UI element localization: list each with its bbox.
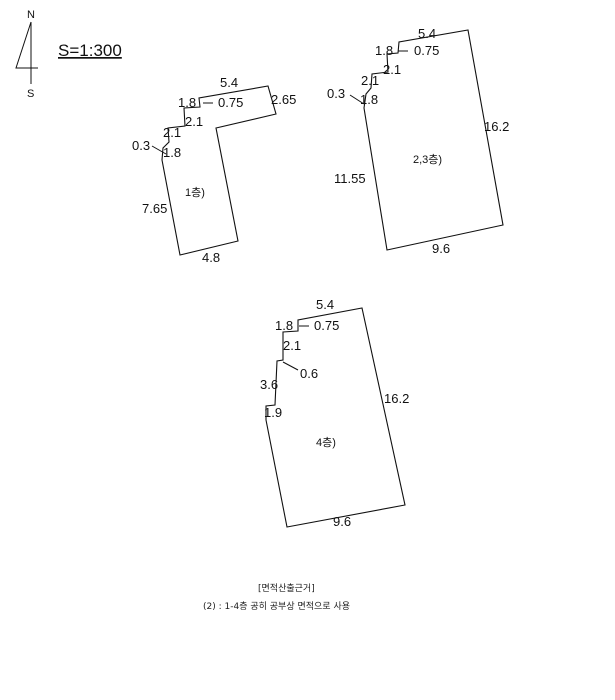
floor4-dim-step5: 1.9: [264, 405, 282, 420]
caption-note: (2) : 1-4층 공히 공부상 면적으로 사용: [203, 600, 350, 612]
floor4-dim-step1b: 0.75: [314, 318, 339, 333]
north-arrow: N S: [15, 9, 38, 100]
floor4-outline: [265, 307, 406, 528]
floor4-dim-step4: 3.6: [260, 377, 278, 392]
floor4-dim-bottom: 9.6: [333, 514, 351, 529]
floor4-label: 4층): [316, 436, 336, 449]
north-label: N: [27, 9, 35, 21]
floor23-dim-step3: 0.3: [327, 86, 345, 101]
floor1-dim-step4: 1.8: [163, 145, 181, 160]
floor1-dim-top: 5.4: [220, 75, 238, 90]
floor1-dim-right-short: 2.65: [271, 92, 296, 107]
floor23-dim-step2b: 2.1: [361, 73, 379, 88]
scale-label: S=1:300: [58, 41, 122, 60]
floor1-dim-step1: 1.8: [178, 95, 196, 110]
floor1-dim-step2: 2.1: [185, 114, 203, 129]
floor1-dim-bottom: 4.8: [202, 250, 220, 265]
floor23-dim-left: 11.55: [334, 171, 366, 186]
floor23-dim-right: 16.2: [484, 119, 509, 134]
floor23-outline: [363, 29, 504, 251]
floor23-dim-step1b: 0.75: [414, 43, 439, 58]
floor23-dim-step2: 2.1: [383, 62, 401, 77]
floor23-label: 2,3층): [413, 153, 442, 166]
floor4-plan: 5.4 1.8 0.75 2.1 0.6 3.6 1.9 16.2 9.6 4층…: [260, 297, 409, 529]
floor1-dim-step3: 0.3: [132, 138, 150, 153]
floor4-dim-top: 5.4: [316, 297, 334, 312]
floor23-dim-step4: 1.8: [360, 92, 378, 107]
floor4-dim-step3: 0.6: [300, 366, 318, 381]
floor1-dim-step2b: 2.1: [163, 125, 181, 140]
floor23-dim-step1: 1.8: [375, 43, 393, 58]
floor1-outline: [161, 85, 277, 256]
floor23-plan: 5.4 1.8 0.75 2.1 2.1 0.3 1.8 11.55 16.2 …: [327, 26, 509, 256]
floor1-dim-left: 7.65: [142, 201, 167, 216]
south-label: S: [27, 88, 34, 100]
floor23-dim-bottom: 9.6: [432, 241, 450, 256]
floor23-dim-top: 5.4: [418, 26, 436, 41]
caption-title: [면적산출근거]: [258, 582, 315, 594]
floor4-dim-right: 16.2: [384, 391, 409, 406]
floor4-dim-step1: 1.8: [275, 318, 293, 333]
north-arrow-icon: [15, 21, 38, 69]
floor1-dim-step1b: 0.75: [218, 95, 243, 110]
floor1-label: 1층): [185, 186, 205, 199]
floor1-plan: 5.4 2.65 1.8 0.75 2.1 2.1 0.3 1.8 7.65 4…: [132, 75, 296, 265]
floor4-dim-step2: 2.1: [283, 338, 301, 353]
